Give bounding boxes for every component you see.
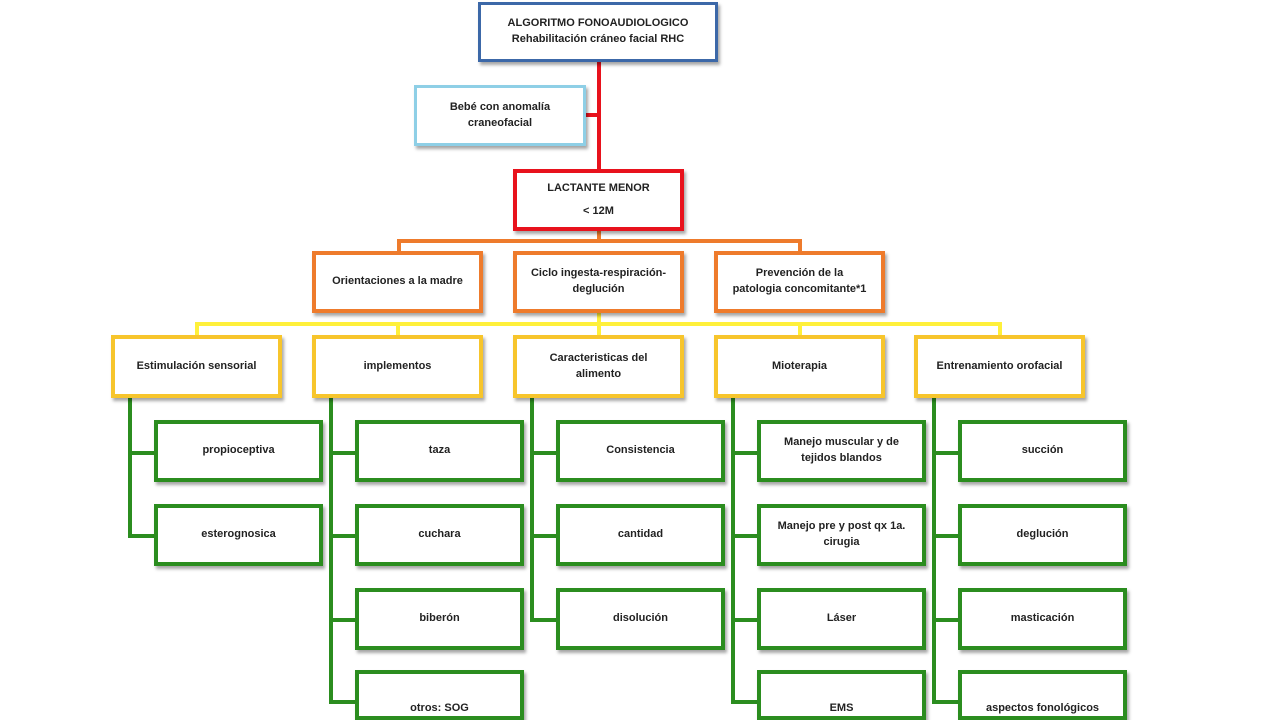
connector-patient bbox=[586, 113, 599, 117]
item-node: Manejo pre y post qx 1a. cirugia bbox=[757, 504, 926, 566]
item-node: deglución bbox=[958, 504, 1127, 566]
connector-areas-bar bbox=[397, 239, 802, 243]
connector-col4-item2 bbox=[731, 534, 758, 538]
stage-node: LACTANTE MENOR < 12M bbox=[513, 169, 684, 231]
connector-col5-vertical bbox=[932, 397, 936, 702]
patient-node: Bebé con anomalía craneofacial bbox=[414, 85, 586, 146]
item-node: aspectos fonológicos bbox=[958, 670, 1127, 720]
connector-category-4 bbox=[798, 322, 802, 336]
item-node: disolución bbox=[556, 588, 725, 650]
area-node-1: Orientaciones a la madre bbox=[312, 251, 483, 313]
connector-col3-item3 bbox=[530, 618, 557, 622]
item-node: propioceptiva bbox=[154, 420, 323, 482]
connector-col2-vertical bbox=[329, 397, 333, 702]
connector-area-3 bbox=[798, 239, 802, 253]
connector-col2-item2 bbox=[329, 534, 356, 538]
connector-col4-vertical bbox=[731, 397, 735, 702]
connector-category-5 bbox=[998, 322, 1002, 336]
item-node: otros: SOG bbox=[355, 670, 524, 720]
connector-title-stage bbox=[597, 62, 601, 172]
connector-col1-item1 bbox=[128, 451, 155, 455]
category-node-4: Mioterapia bbox=[714, 335, 885, 398]
connector-col4-item1 bbox=[731, 451, 758, 455]
connector-col5-item2 bbox=[932, 534, 959, 538]
item-node: taza bbox=[355, 420, 524, 482]
item-node: Consistencia bbox=[556, 420, 725, 482]
connector-category-1 bbox=[195, 322, 199, 336]
diagram-title-line1: ALGORITMO FONOAUDIOLOGICO bbox=[507, 17, 689, 30]
item-node: esterognosica bbox=[154, 504, 323, 566]
connector-col1-vertical bbox=[128, 397, 132, 536]
connector-stage-areas bbox=[597, 229, 601, 241]
item-node: EMS bbox=[757, 670, 926, 720]
item-node: masticación bbox=[958, 588, 1127, 650]
connector-col5-item1 bbox=[932, 451, 959, 455]
area-node-3: Prevención de la patologia concomitante*… bbox=[714, 251, 885, 313]
category-node-1: Estimulación sensorial bbox=[111, 335, 282, 398]
connector-category-3 bbox=[597, 322, 601, 336]
connector-col5-item3 bbox=[932, 618, 959, 622]
connector-col3-vertical bbox=[530, 397, 534, 622]
category-node-5: Entrenamiento orofacial bbox=[914, 335, 1085, 398]
connector-col4-item3 bbox=[731, 618, 758, 622]
diagram-title-line2: Rehabilitación cráneo facial RHC bbox=[511, 33, 685, 45]
connector-col5-item4 bbox=[932, 700, 959, 704]
connector-area-1 bbox=[397, 239, 401, 253]
category-node-3: Caracteristicas del alimento bbox=[513, 335, 684, 398]
connector-col1-item2 bbox=[128, 534, 155, 538]
category-node-2: implementos bbox=[312, 335, 483, 398]
connector-area-categories bbox=[597, 313, 601, 325]
item-node: biberón bbox=[355, 588, 524, 650]
area-node-2: Ciclo ingesta-respiración- deglución bbox=[513, 251, 684, 313]
connector-col3-item2 bbox=[530, 534, 557, 538]
item-node: succión bbox=[958, 420, 1127, 482]
connector-col4-item4 bbox=[731, 700, 758, 704]
item-node: Láser bbox=[757, 588, 926, 650]
item-node: Manejo muscular y de tejidos blandos bbox=[757, 420, 926, 482]
item-node: cantidad bbox=[556, 504, 725, 566]
connector-col2-item3 bbox=[329, 618, 356, 622]
item-node: cuchara bbox=[355, 504, 524, 566]
connector-col2-item1 bbox=[329, 451, 356, 455]
diagram-title: ALGORITMO FONOAUDIOLOGICO Rehabilitación… bbox=[478, 2, 718, 62]
connector-col2-item4 bbox=[329, 700, 356, 704]
connector-category-2 bbox=[396, 322, 400, 336]
connector-col3-item1 bbox=[530, 451, 557, 455]
